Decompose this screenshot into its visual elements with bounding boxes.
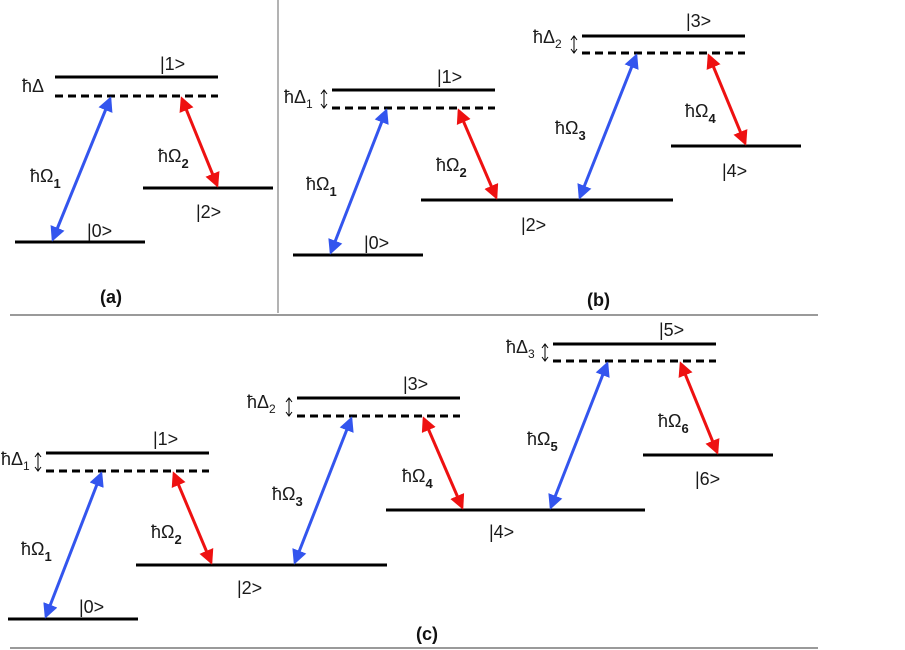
- coupling-arrow-b-3: [577, 53, 639, 200]
- state-label-c-0: |0>: [79, 597, 104, 617]
- coupling-label-c-6: ħΩ6: [658, 411, 689, 436]
- detuning-label-c-3: ħΔ3: [506, 337, 535, 361]
- coupling-arrow-c-4: [421, 416, 465, 510]
- coupling-arrow-b-1: [328, 108, 389, 255]
- coupling-label-a-1: ħΩ1: [30, 166, 61, 191]
- panel-c: |1> |3> |5> |6> |4> |2> |0> ħΔ1 ħΔ2 ħΔ3 …: [1, 320, 773, 644]
- coupling-arrow-c-5: [548, 361, 610, 510]
- state-label-a-0: |0>: [87, 221, 112, 241]
- state-label-a-2: |2>: [196, 202, 221, 222]
- coupling-arrow-c-1: [43, 471, 104, 619]
- state-label-b-3: |3>: [686, 11, 711, 31]
- state-label-b-2: |2>: [521, 215, 546, 235]
- coupling-arrow-c-3: [292, 416, 354, 565]
- panel-label-c: (c): [416, 624, 438, 644]
- detuning-arrow-c-1: [34, 452, 42, 472]
- coupling-label-c-2: ħΩ2: [151, 522, 182, 547]
- coupling-arrow-b-2: [456, 108, 499, 200]
- detuning-arrow-b-2: [570, 35, 578, 54]
- state-label-c-1: |1>: [153, 429, 178, 449]
- detuning-arrow-b-1: [320, 89, 328, 109]
- panel-b: |1> |3> |4> |2> |0> ħΔ1 ħΔ2 ħΩ1 ħΩ2 ħΩ3 …: [284, 11, 801, 310]
- panel-label-a: (a): [100, 287, 122, 307]
- state-label-b-0: |0>: [364, 233, 389, 253]
- coupling-arrow-a-2: [179, 96, 220, 188]
- coupling-label-b-3: ħΩ3: [555, 118, 586, 143]
- detuning-label-b-2: ħΔ2: [533, 27, 562, 51]
- panel-a: |1> |2> |0> ħΔ ħΩ1 ħΩ2 (a): [15, 54, 273, 307]
- state-label-a-1: |1>: [160, 54, 185, 74]
- coupling-arrow-c-6: [678, 361, 720, 455]
- detuning-label-c-1: ħΔ1: [1, 449, 30, 473]
- coupling-label-c-5: ħΩ5: [527, 429, 558, 454]
- detuning-arrow-c-3: [541, 343, 549, 362]
- coupling-label-b-2: ħΩ2: [436, 155, 467, 180]
- coupling-label-c-3: ħΩ3: [272, 484, 303, 509]
- coupling-label-a-2: ħΩ2: [158, 146, 189, 171]
- state-label-b-1: |1>: [437, 67, 462, 87]
- coupling-arrow-a-1: [50, 96, 113, 242]
- detuning-label-c-2: ħΔ2: [247, 392, 276, 416]
- detuning-label-a: ħΔ: [22, 76, 44, 96]
- state-label-c-3: |3>: [403, 374, 428, 394]
- state-label-c-5: |5>: [659, 320, 684, 340]
- state-label-c-6: |6>: [695, 469, 720, 489]
- detuning-label-b-1: ħΔ1: [284, 87, 313, 111]
- state-label-b-4: |4>: [722, 161, 747, 181]
- detuning-arrow-c-2: [285, 397, 293, 417]
- coupling-label-b-4: ħΩ4: [685, 101, 716, 126]
- state-label-c-2: |2>: [237, 578, 262, 598]
- coupling-label-c-4: ħΩ4: [402, 466, 433, 491]
- panel-label-b: (b): [587, 290, 610, 310]
- coupling-label-b-1: ħΩ1: [306, 174, 337, 199]
- coupling-label-c-1: ħΩ1: [21, 539, 52, 564]
- coupling-arrow-c-2: [171, 471, 214, 565]
- state-label-c-4: |4>: [489, 522, 514, 542]
- coupling-arrow-b-4: [706, 53, 748, 146]
